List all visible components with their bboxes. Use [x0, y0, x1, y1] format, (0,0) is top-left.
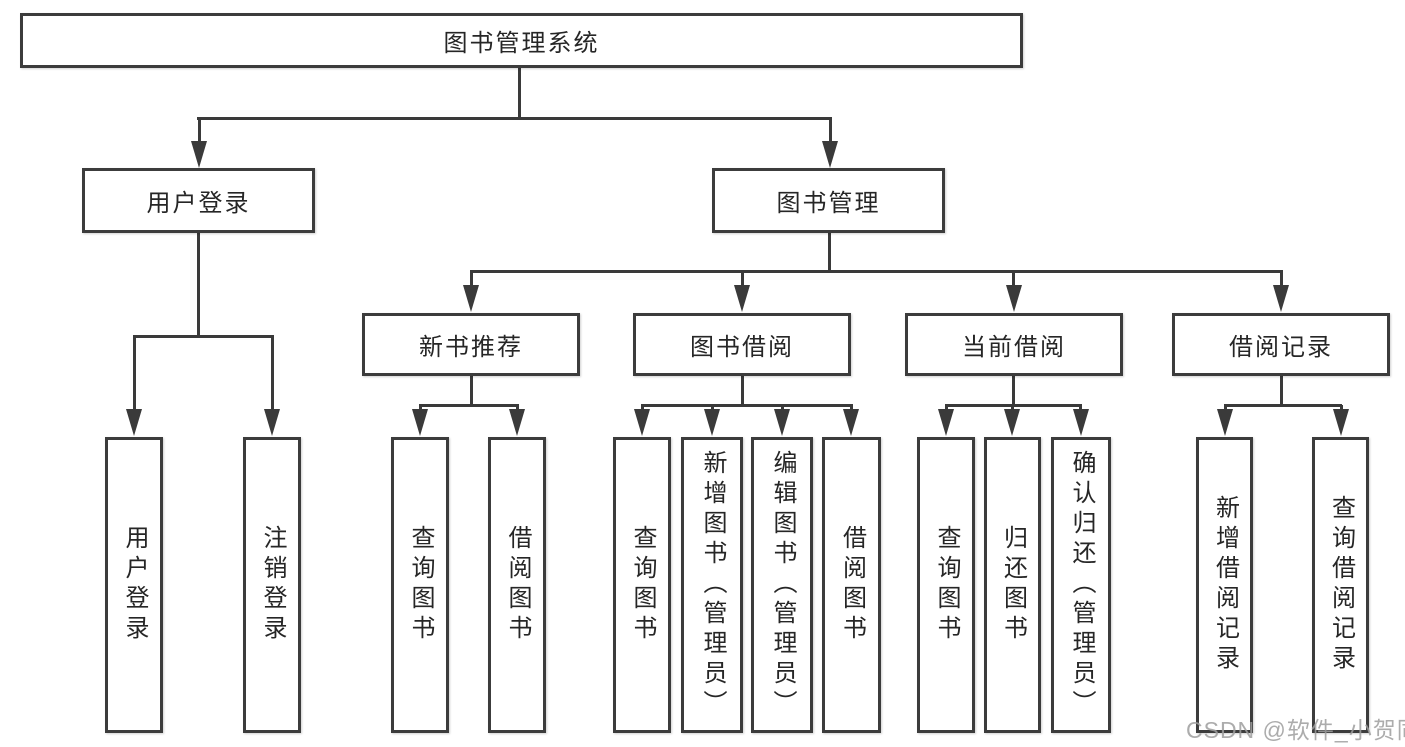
connector-line: [419, 404, 519, 407]
node-book-management-label: 图书管理: [776, 190, 881, 217]
arrowhead-down-icon: [126, 409, 142, 436]
connector-line: [741, 375, 744, 407]
leaf-return-book: 归还图书: [984, 437, 1041, 733]
arrowhead-down-icon: [1217, 409, 1233, 436]
leaf-edit-book-admin: 编辑图书（管理员）: [751, 437, 813, 733]
leaf-query-books-recommend-label: 查询图书: [407, 525, 434, 645]
leaf-query-books-borrow: 查询图书: [613, 437, 671, 733]
leaf-user-login-label: 用户登录: [121, 525, 148, 645]
arrowhead-down-icon: [1006, 285, 1022, 312]
node-borrow-records: 借阅记录: [1172, 313, 1390, 376]
arrowhead-down-icon: [1333, 409, 1349, 436]
watermark: CSDN @软件_小贺同学: [1186, 717, 1405, 743]
connector-line: [470, 271, 473, 289]
arrowhead-down-icon: [1004, 409, 1020, 436]
leaf-query-books-current: 查询图书: [917, 437, 975, 733]
node-borrow-records-label: 借阅记录: [1229, 334, 1333, 361]
arrowhead-down-icon: [734, 285, 750, 312]
connector-line: [1224, 404, 1342, 407]
leaf-query-books-borrow-label: 查询图书: [629, 525, 656, 645]
connector-line: [828, 231, 831, 273]
connector-line: [470, 375, 473, 407]
node-current-borrow: 当前借阅: [905, 313, 1123, 376]
leaf-user-login: 用户登录: [105, 437, 163, 733]
node-new-book-recommend-label: 新书推荐: [419, 334, 523, 361]
connector-line: [1012, 375, 1015, 407]
leaf-return-book-label: 归还图书: [999, 525, 1027, 645]
arrowhead-down-icon: [822, 141, 838, 168]
leaf-add-book-admin-label: 新增图书（管理员）: [699, 450, 726, 720]
arrowhead-down-icon: [412, 409, 428, 436]
connector-line: [518, 68, 521, 119]
arrowhead-down-icon: [1073, 409, 1089, 436]
node-book-borrow-label: 图书借阅: [690, 334, 794, 361]
node-current-borrow-label: 当前借阅: [962, 334, 1066, 361]
leaf-query-borrow-record: 查询借阅记录: [1312, 437, 1369, 733]
arrowhead-down-icon: [938, 409, 954, 436]
leaf-logout-label: 注销登录: [259, 525, 286, 645]
connector-line: [133, 336, 136, 412]
leaf-add-book-admin: 新增图书（管理员）: [681, 437, 743, 733]
arrowhead-down-icon: [191, 141, 207, 168]
arrowhead-down-icon: [463, 285, 479, 312]
connector-line: [641, 404, 853, 407]
leaf-query-borrow-record-label: 查询借阅记录: [1327, 495, 1355, 675]
leaf-query-books-recommend: 查询图书: [391, 437, 449, 733]
connector-line: [1012, 271, 1015, 289]
leaf-query-books-current-label: 查询图书: [933, 525, 960, 645]
arrowhead-down-icon: [509, 409, 525, 436]
connector-line: [198, 117, 201, 147]
leaf-edit-book-admin-label: 编辑图书（管理员）: [769, 450, 796, 720]
arrowhead-down-icon: [634, 409, 650, 436]
connector-line: [470, 270, 1283, 273]
leaf-confirm-return-admin: 确认归还（管理员）: [1051, 437, 1111, 733]
arrowhead-down-icon: [1273, 285, 1289, 312]
leaf-confirm-return-admin-label: 确认归还（管理员）: [1068, 450, 1095, 720]
arrowhead-down-icon: [843, 409, 859, 436]
node-user-login: 用户登录: [82, 168, 315, 233]
node-book-management: 图书管理: [712, 168, 945, 233]
node-root-label: 图书管理系统: [443, 30, 600, 57]
node-book-borrow: 图书借阅: [633, 313, 851, 376]
leaf-logout: 注销登录: [243, 437, 301, 733]
connector-line: [133, 335, 274, 338]
connector-line: [829, 117, 832, 147]
arrowhead-down-icon: [704, 409, 720, 436]
leaf-borrow-books-recommend-label: 借阅图书: [504, 525, 531, 645]
connector-line: [741, 271, 744, 289]
node-root: 图书管理系统: [20, 13, 1023, 68]
connector-line: [197, 231, 200, 337]
connector-line: [271, 336, 274, 412]
node-new-book-recommend: 新书推荐: [362, 313, 580, 376]
leaf-borrow-books: 借阅图书: [822, 437, 881, 733]
leaf-borrow-books-recommend: 借阅图书: [488, 437, 546, 733]
leaf-add-borrow-record-label: 新增借阅记录: [1211, 495, 1239, 675]
connector-line: [1280, 271, 1283, 289]
arrowhead-down-icon: [774, 409, 790, 436]
arrowhead-down-icon: [264, 409, 280, 436]
connector-line: [197, 117, 832, 120]
leaf-borrow-books-label: 借阅图书: [838, 525, 866, 645]
leaf-add-borrow-record: 新增借阅记录: [1196, 437, 1253, 733]
node-user-login-label: 用户登录: [146, 190, 251, 217]
connector-line: [1280, 375, 1283, 407]
